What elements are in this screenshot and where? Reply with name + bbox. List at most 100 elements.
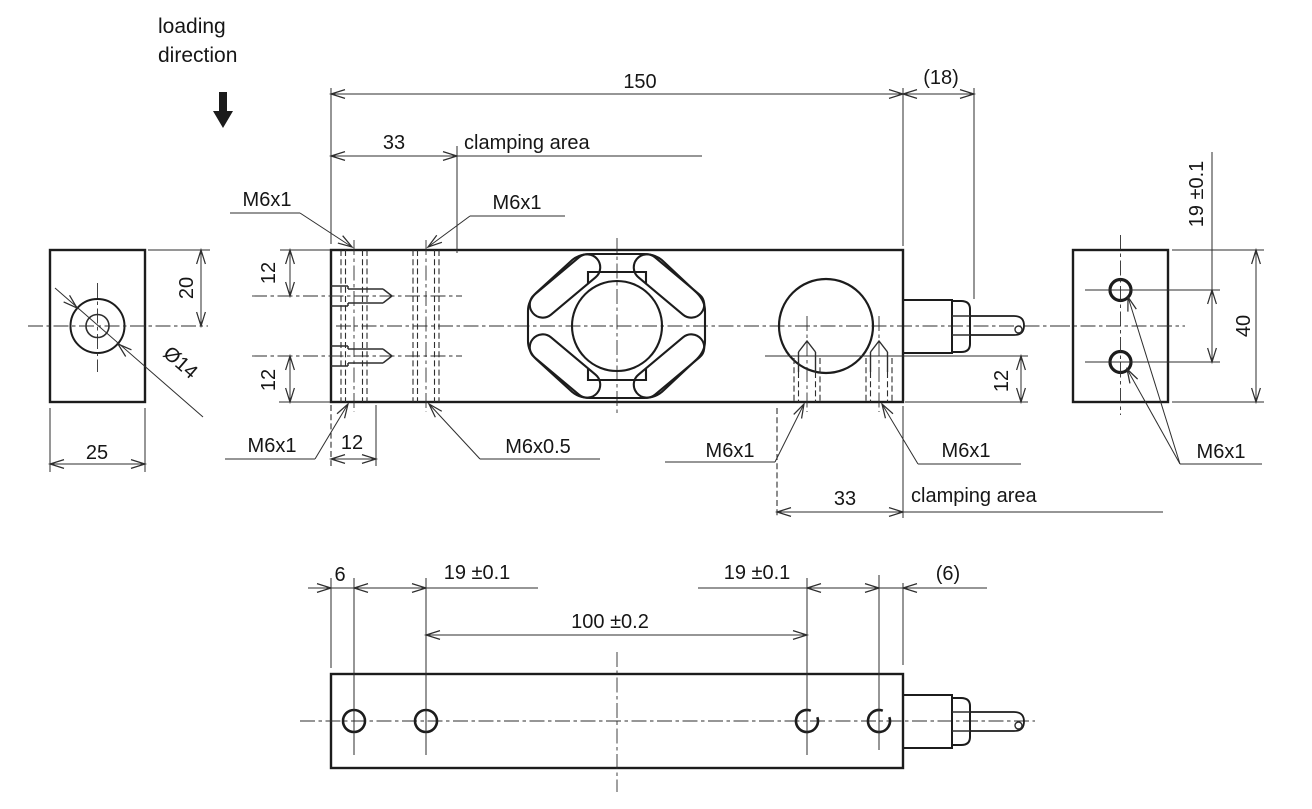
- thread-top-left-label: M6x1: [243, 189, 292, 211]
- dim-33-bottom-label: 33: [834, 488, 856, 510]
- flexure-lobe-ul: [528, 253, 602, 319]
- dimension-arrowhead: [361, 454, 379, 464]
- dimension-arrowhead: [1207, 287, 1217, 305]
- thread-top-right-label: M6x1: [493, 192, 542, 214]
- clamping-area-top-label: clamping area: [464, 132, 591, 154]
- left-end-view: 20 25 Ø14: [28, 248, 210, 472]
- dim-6p-label: (6): [936, 563, 960, 585]
- dim-33-top-label: 33: [383, 132, 405, 154]
- side-tapped-hole-top: [252, 285, 462, 307]
- tapped-hole-band-2: [412, 240, 440, 412]
- dimension-arrowhead: [130, 459, 148, 469]
- dimension-arrowhead: [880, 402, 894, 419]
- flexure-top-tab: [586, 270, 648, 283]
- dim-12-cb-label: 12: [341, 432, 363, 454]
- loading-direction-arrow-icon: [213, 92, 233, 128]
- dim-dia14-label: Ø14: [159, 342, 202, 383]
- cable-gland-bottom: [902, 694, 1025, 749]
- right-end-view: 19 ±0.1 40 M6x1: [1055, 152, 1264, 465]
- dimension-arrowhead: [285, 353, 295, 371]
- bottom-view: 6 19 ±0.1 19 ±0.1 (6) 100 ±0.2: [300, 562, 1035, 792]
- dimension-arrowhead: [116, 342, 132, 357]
- dimension-arrowhead: [337, 235, 354, 249]
- dia14-leader: [54, 287, 204, 418]
- dimension-arrowhead: [1251, 247, 1261, 265]
- flexure-cutout: [526, 252, 707, 400]
- dim-20-label: 20: [176, 277, 198, 299]
- tapped-hole-band-4: [865, 316, 893, 412]
- dimension-arrowhead: [196, 247, 206, 265]
- dimension-arrowhead: [196, 311, 206, 329]
- dimension-arrowhead: [793, 402, 805, 419]
- dimension-arrowhead: [442, 151, 460, 161]
- thread-right-end-label: M6x1: [1197, 441, 1246, 463]
- side-tapped-hole-bottom: [252, 345, 462, 367]
- gland-body: [902, 299, 953, 354]
- dimension-arrowhead: [1251, 387, 1261, 405]
- flexure-lobe-lr: [632, 333, 706, 399]
- thread-bottom-left-label: M6x1: [248, 435, 297, 457]
- loading-direction-note: loading direction: [158, 15, 237, 128]
- bottom-hole-3: [794, 708, 820, 734]
- thread-bottom-mid-label: M6x0.5: [505, 436, 571, 458]
- dim-12-right-label: 12: [991, 370, 1013, 392]
- thread-bottom-right2-label: M6x1: [942, 440, 991, 462]
- dimension-arrowhead: [1127, 295, 1137, 312]
- dimension-arrowhead: [900, 583, 918, 593]
- dim-19-right-label: 19 ±0.1: [724, 562, 791, 584]
- dimension-arrowhead: [900, 89, 918, 99]
- dim-6-label: 6: [334, 564, 345, 586]
- side-view-dimensions: 150 (18) 33 clamping area M6x1 M6x1 12 1…: [225, 67, 1163, 518]
- dimension-arrowhead: [864, 583, 882, 593]
- tapped-hole-band-3: [793, 316, 821, 412]
- dimension-arrowhead: [959, 89, 977, 99]
- arrowheads: [47, 89, 1261, 640]
- loading-note-line2: direction: [158, 44, 237, 67]
- dimension-arrowhead: [328, 89, 346, 99]
- cable-gland: [902, 299, 1025, 354]
- dimension-arrowhead: [328, 454, 346, 464]
- dim-19-left-label: 19 ±0.1: [444, 562, 511, 584]
- dimension-arrowhead: [888, 507, 906, 517]
- cable-tip: [1014, 325, 1023, 334]
- gland-body-bottom: [902, 694, 953, 749]
- flexure-lobe-ur: [632, 253, 706, 319]
- dim-25-label: 25: [86, 442, 108, 464]
- dim-12-top-label: 12: [258, 262, 280, 284]
- gland-nut: [951, 300, 971, 353]
- dimension-arrowhead: [316, 583, 334, 593]
- cable: [970, 315, 1025, 336]
- flexure-bottom-tab: [586, 369, 648, 382]
- flexure-lobe-ll: [528, 333, 602, 399]
- load-button-hole: [777, 277, 875, 375]
- dimension-arrowhead: [1207, 347, 1217, 365]
- clamping-area-bottom-label: clamping area: [911, 485, 1038, 507]
- dim-19r-label: 19 ±0.1: [1186, 161, 1208, 228]
- dimension-arrowhead: [411, 583, 429, 593]
- dimension-arrowhead: [63, 295, 79, 310]
- cable-tip-bottom: [1014, 721, 1023, 730]
- dimension-arrowhead: [774, 507, 792, 517]
- thread-bottom-right1-label: M6x1: [706, 440, 755, 462]
- dim-100-label: 100 ±0.2: [571, 611, 649, 633]
- dimension-arrowhead: [427, 402, 443, 418]
- dimension-arrowhead: [792, 630, 810, 640]
- tapped-hole-band-1: [340, 240, 368, 412]
- flexure-center-hole: [570, 279, 664, 373]
- dimension-arrowhead: [47, 459, 65, 469]
- bottom-hole-4: [866, 708, 892, 734]
- side-view: [252, 238, 1063, 414]
- dimension-arrowhead: [1125, 367, 1139, 384]
- dim-12-bottom-label: 12: [258, 369, 280, 391]
- dimension-arrowhead: [423, 630, 441, 640]
- dimension-arrowhead: [285, 247, 295, 265]
- loading-note-line1: loading: [158, 15, 226, 38]
- dim-18-label: (18): [923, 67, 959, 89]
- dimension-arrowhead: [1016, 387, 1026, 405]
- dimension-arrowhead: [336, 402, 350, 419]
- dimension-arrowhead: [285, 387, 295, 405]
- dimension-arrowhead: [426, 234, 443, 249]
- gland-nut-bottom: [951, 697, 971, 746]
